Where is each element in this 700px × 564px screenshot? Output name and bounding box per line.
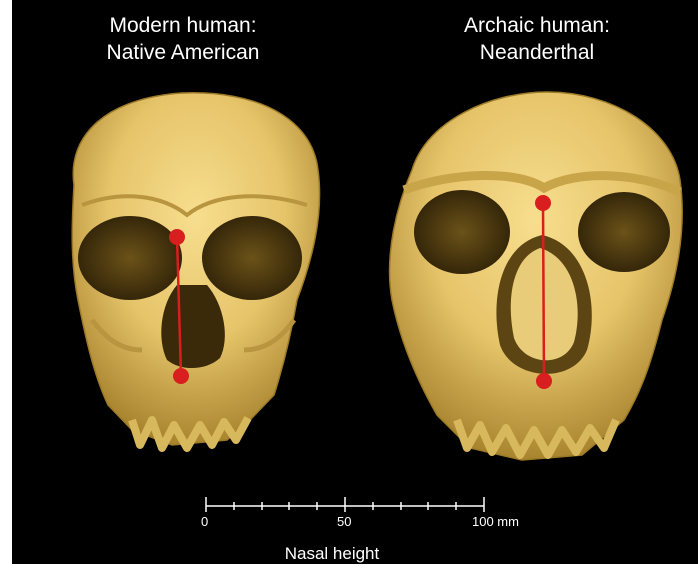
neanderthal-skull-right-orbit [578,192,670,272]
neanderthal-skull [390,92,683,460]
modern-human-skull [72,93,319,448]
scale-bar [206,497,484,512]
skull-illustration [12,0,698,564]
modern-skull-left-orbit [78,216,182,300]
neanderthal-nasion-marker [535,195,551,211]
figure-frame: Modern human: Native American Archaic hu… [12,0,698,564]
neanderthal-nasospinale-marker [536,373,552,389]
scale-label-50: 50 [337,514,351,529]
modern-nasion-marker [169,229,185,245]
neanderthal-skull-left-orbit [414,190,510,274]
modern-skull-nasal-aperture [161,285,225,368]
scale-label-0: 0 [201,514,208,529]
figure-caption: Nasal height [242,544,422,564]
neanderthal-nasal-height-line [543,203,544,381]
scale-label-100: 100 mm [472,514,519,529]
modern-nasospinale-marker [173,368,189,384]
modern-skull-right-orbit [202,216,302,300]
